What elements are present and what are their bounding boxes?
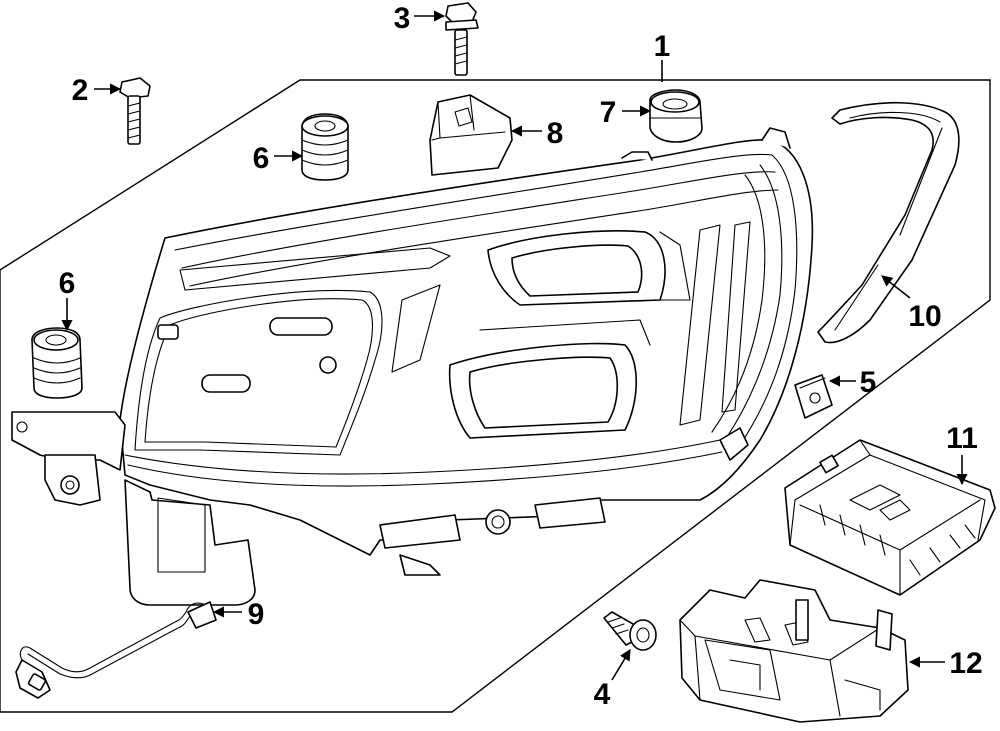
callout-5: 5 xyxy=(860,366,877,399)
callout-10: 10 xyxy=(908,300,941,333)
clip-nut-part-5 xyxy=(794,374,833,419)
callout-1: 1 xyxy=(654,30,671,63)
assembly-frame xyxy=(0,79,991,713)
seal-strip-part-10 xyxy=(817,101,960,344)
grommet-part-6-lower xyxy=(31,327,83,399)
callout-6-upper: 6 xyxy=(253,142,270,175)
bolt-part-4 xyxy=(603,611,657,651)
callout-2: 2 xyxy=(72,74,89,107)
retainer-part-7 xyxy=(649,89,703,143)
bracket-part-8 xyxy=(429,94,513,176)
module-bracket-part-12 xyxy=(679,579,909,723)
callout-9: 9 xyxy=(248,598,265,631)
callout-11: 11 xyxy=(946,422,978,455)
callout-6-lower: 6 xyxy=(59,267,76,300)
callout-7: 7 xyxy=(600,96,617,129)
bolt-part-2 xyxy=(119,77,151,145)
sensor-wire-part-9 xyxy=(15,601,217,699)
headlamp-assembly xyxy=(11,127,814,606)
callouts: 1 2 3 4 5 6 6 7 8 9 10 11 12 xyxy=(59,2,983,711)
grommet-part-6-upper xyxy=(301,113,349,181)
control-module-part-11 xyxy=(784,439,996,596)
callout-8: 8 xyxy=(547,117,564,150)
callout-3: 3 xyxy=(394,2,411,35)
callout-4: 4 xyxy=(594,678,611,711)
callout-12: 12 xyxy=(949,647,982,680)
bolt-part-3 xyxy=(445,2,479,76)
